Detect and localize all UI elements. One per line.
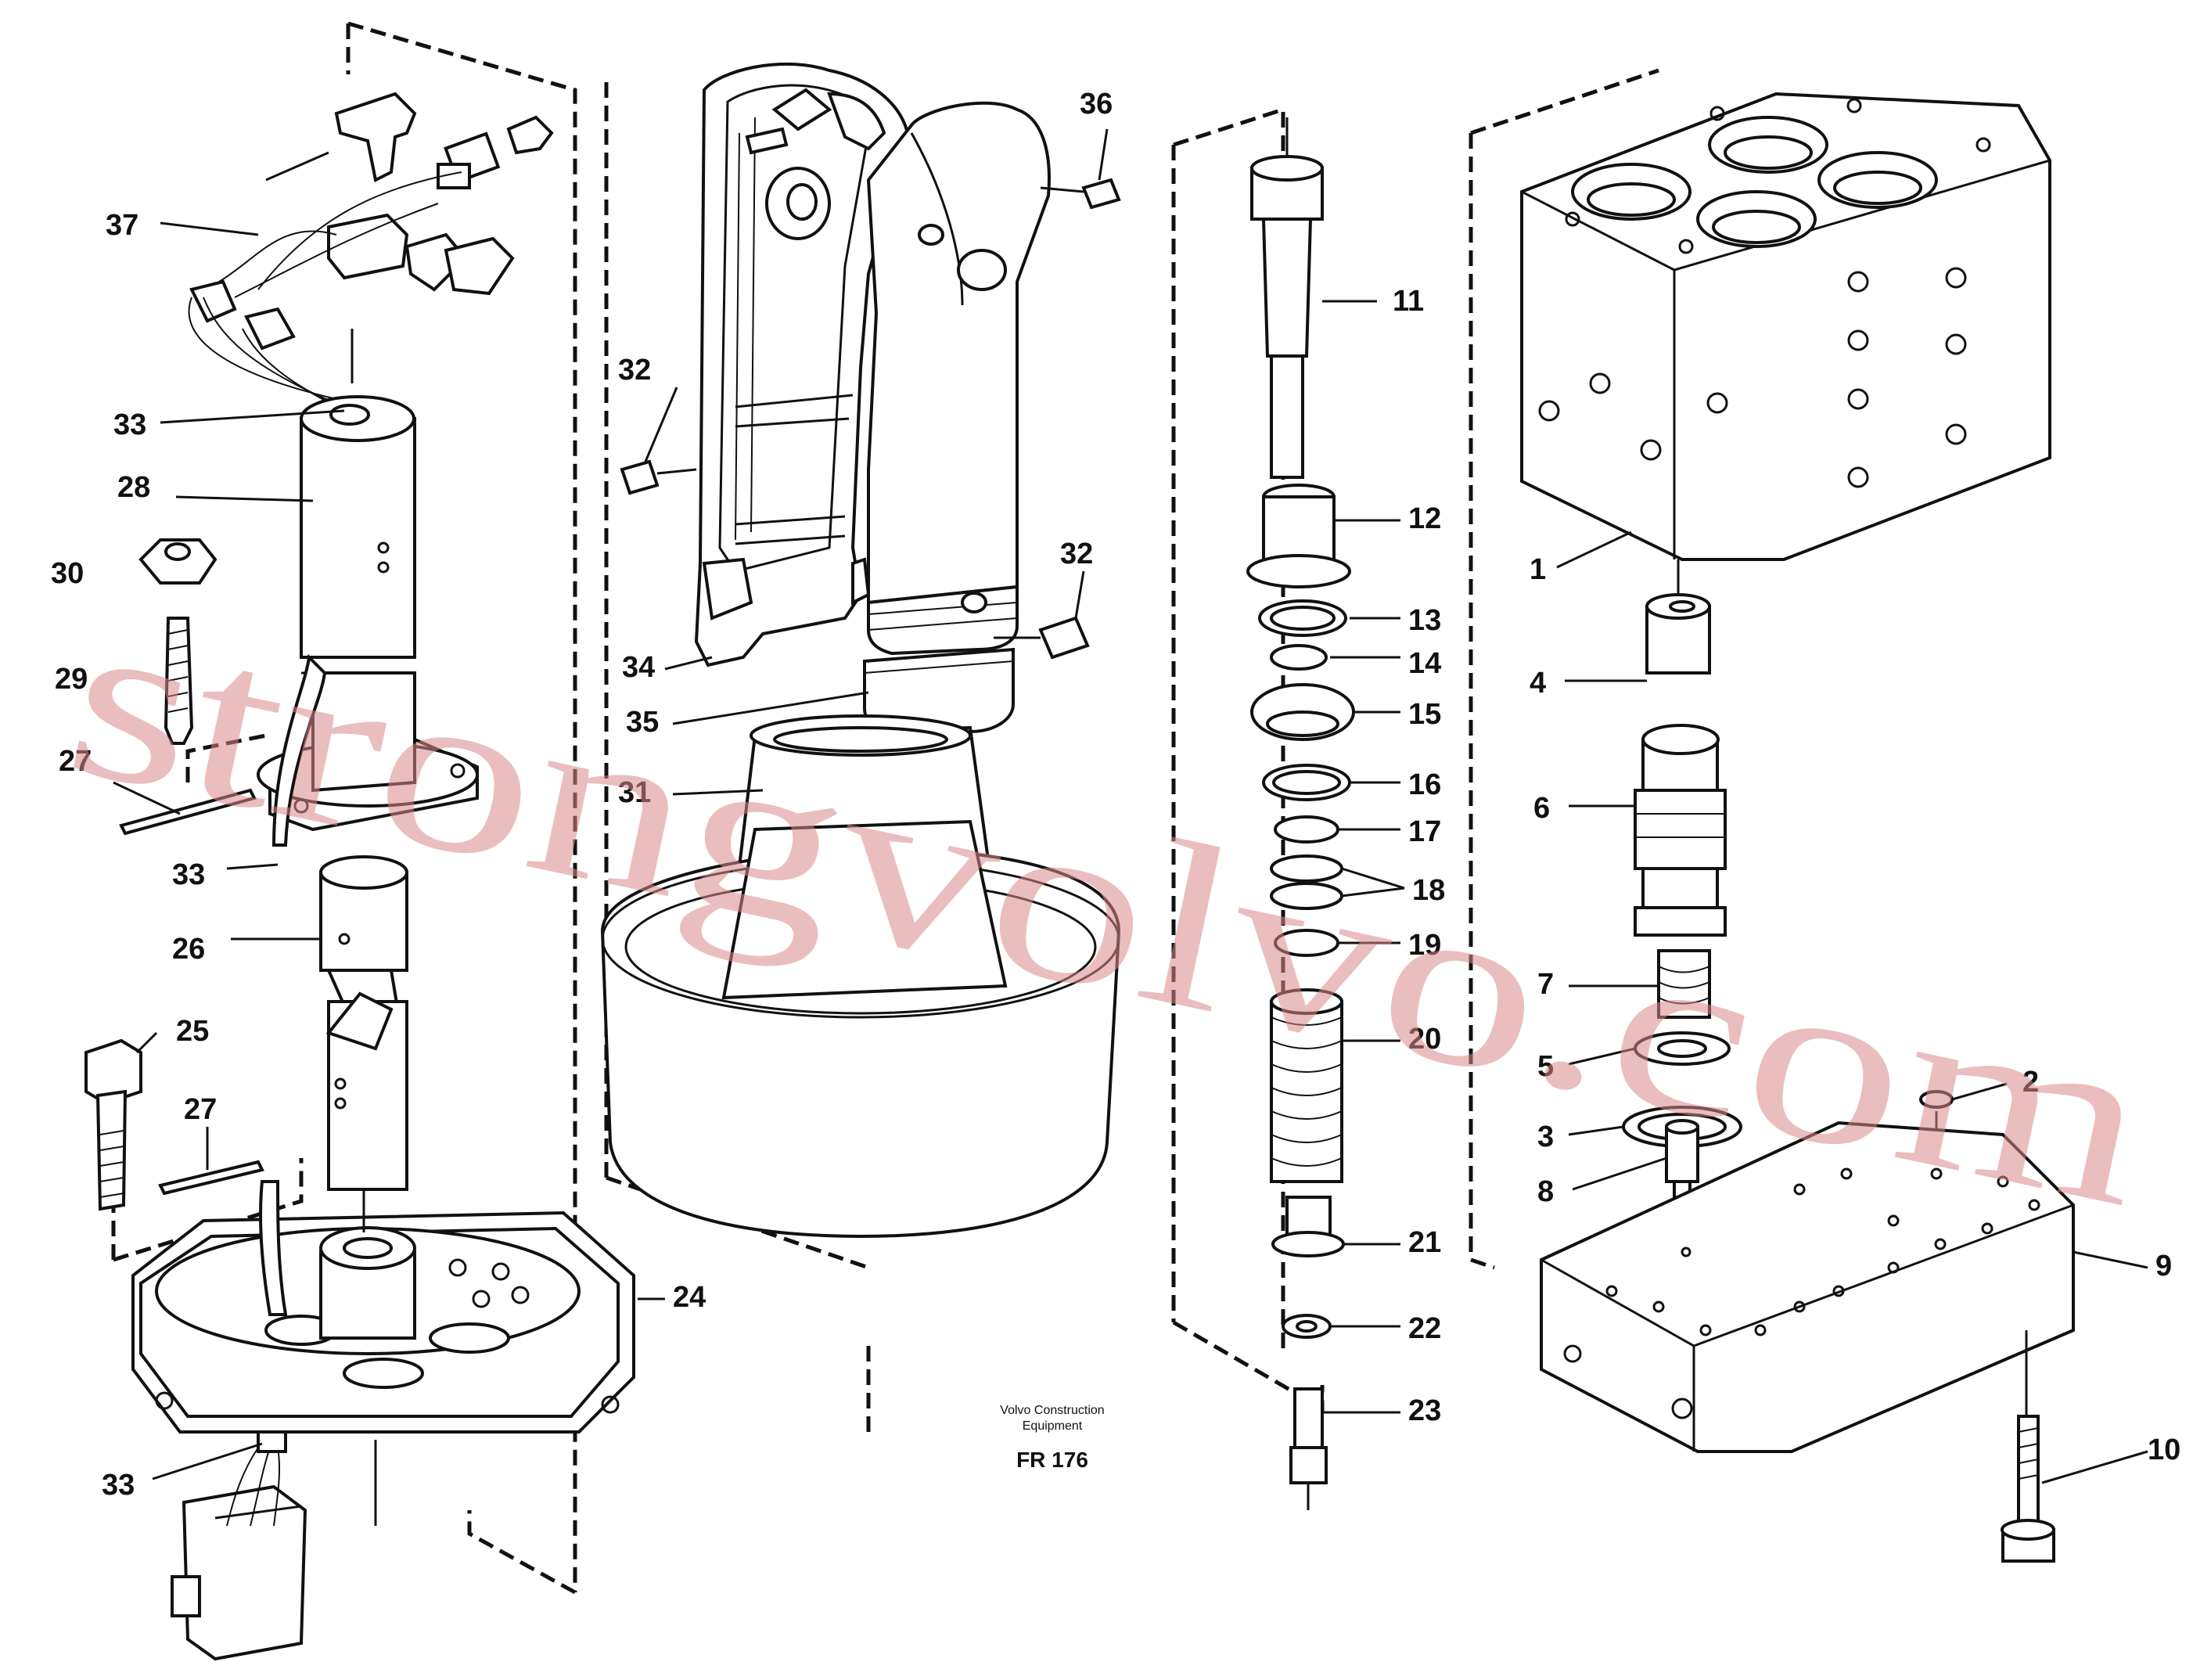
caption-code: FR 176 [1016,1448,1088,1472]
label-33a: 33 [113,408,146,441]
valve-stack [1246,117,1405,1510]
part-labels: 1 2 3 4 5 6 7 8 9 10 11 12 13 14 15 16 1… [51,88,2180,1502]
label-6: 6 [1533,792,1550,825]
label-30: 30 [51,557,84,590]
label-33c: 33 [102,1469,135,1502]
caption-maker-line2: Equipment [1023,1419,1083,1433]
label-15: 15 [1408,698,1441,731]
label-27b: 27 [184,1093,217,1126]
label-3: 3 [1537,1121,1554,1153]
label-24: 24 [673,1281,706,1314]
right-assembly [1520,92,2148,1563]
label-17: 17 [1408,815,1441,848]
label-4: 4 [1530,667,1546,700]
label-32a: 32 [618,354,651,387]
label-23: 23 [1408,1394,1441,1427]
label-31: 31 [618,776,651,809]
label-2: 2 [2022,1066,2039,1099]
label-36: 36 [1080,88,1113,121]
label-19: 19 [1408,929,1441,962]
label-25: 25 [176,1015,209,1048]
label-7: 7 [1537,968,1554,1001]
label-10: 10 [2148,1434,2180,1466]
label-9: 9 [2155,1250,2172,1282]
label-21: 21 [1408,1226,1441,1259]
left-assembly [84,92,665,1661]
label-28: 28 [117,471,150,504]
label-11: 11 [1393,285,1424,318]
label-13: 13 [1408,604,1441,637]
label-26: 26 [172,933,205,966]
caption-maker-line1: Volvo Construction [1000,1404,1104,1417]
label-12: 12 [1408,502,1441,535]
label-18: 18 [1412,874,1445,907]
label-37: 37 [106,209,138,242]
label-27a: 27 [59,745,92,778]
label-32b: 32 [1060,538,1093,570]
label-29: 29 [55,663,88,696]
label-5: 5 [1537,1050,1554,1083]
label-22: 22 [1408,1312,1441,1345]
figure-caption: Volvo Construction Equipment FR 176 [1000,1404,1104,1472]
label-14: 14 [1408,647,1441,680]
label-35: 35 [626,706,659,739]
label-16: 16 [1408,768,1441,801]
label-1: 1 [1530,553,1546,586]
label-8: 8 [1537,1175,1554,1208]
label-33b: 33 [172,858,205,891]
label-34: 34 [622,651,655,684]
center-assembly [600,62,1121,1239]
label-20: 20 [1408,1023,1441,1056]
